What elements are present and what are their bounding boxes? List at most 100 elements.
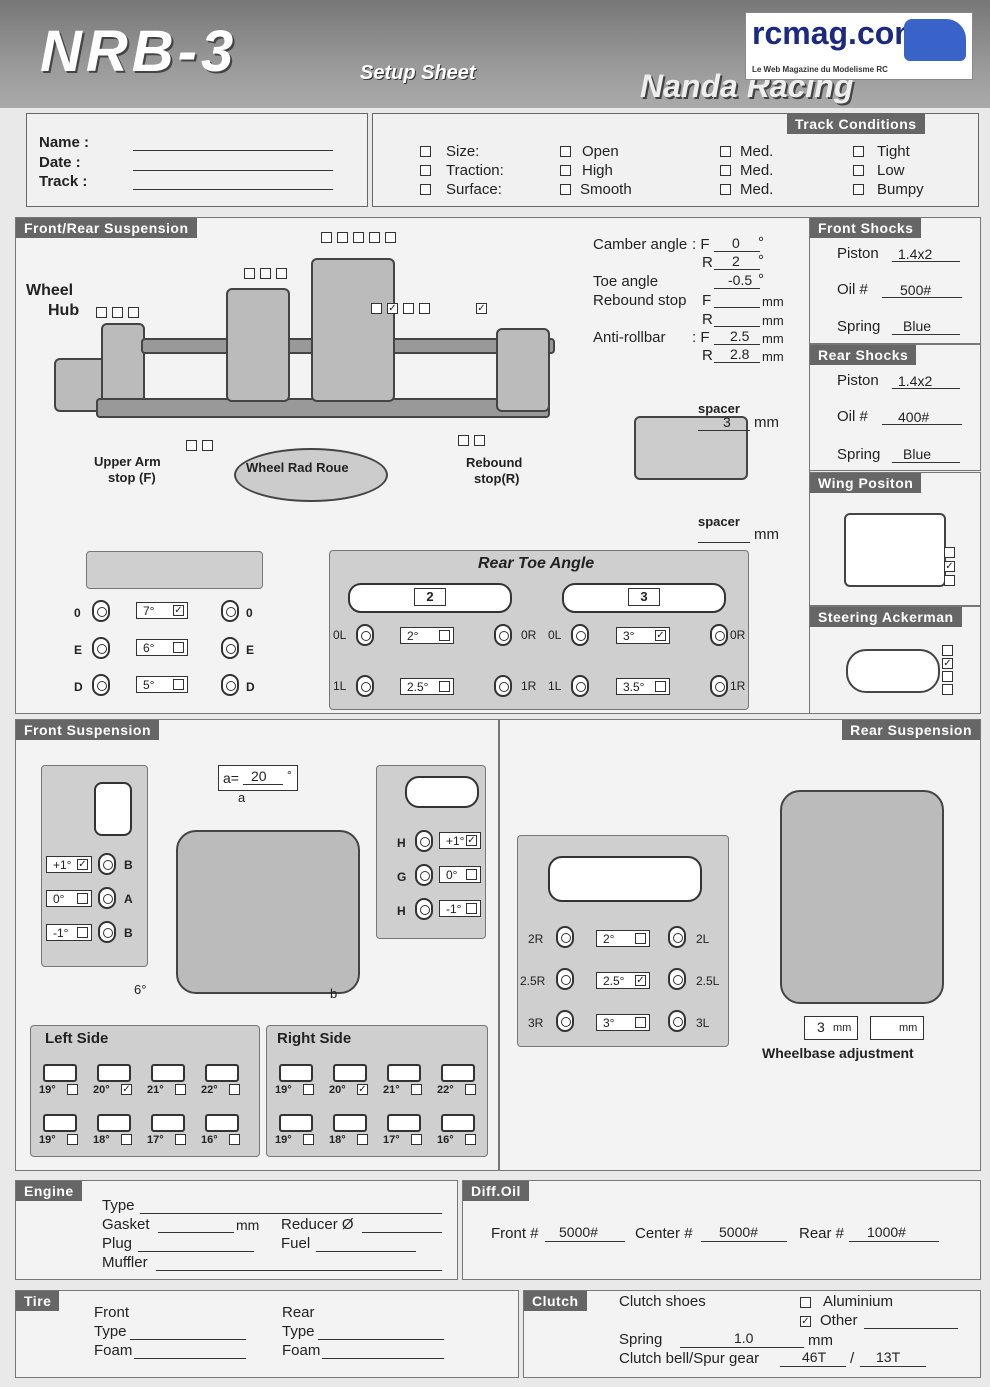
- track-field[interactable]: [133, 189, 333, 190]
- tire-rear-foam-field[interactable]: [322, 1358, 444, 1359]
- front-spring-field[interactable]: [892, 334, 960, 335]
- toe-field[interactable]: [714, 288, 760, 289]
- right-angle-6-checkbox[interactable]: [411, 1134, 422, 1145]
- rebound-stop-checkbox-2[interactable]: [474, 435, 485, 446]
- caster-left-2[interactable]: -1°: [46, 924, 92, 941]
- tower-right-checkbox-3[interactable]: [403, 303, 414, 314]
- upper-arm-stop-checkbox-2[interactable]: [202, 440, 213, 451]
- angle-a-field[interactable]: [243, 784, 283, 785]
- rear-row-2-option[interactable]: 3°: [596, 1014, 650, 1031]
- engine-reducer-field[interactable]: [362, 1232, 442, 1233]
- rear-spring-field[interactable]: [892, 462, 960, 463]
- rebound-stop-checkbox-1[interactable]: [458, 435, 469, 446]
- tower-checkbox-1[interactable]: [321, 232, 332, 243]
- right-angle-2-checkbox[interactable]: [411, 1084, 422, 1095]
- front-row-1-checkbox[interactable]: [173, 642, 184, 653]
- wheel-hub-checkbox-1[interactable]: [96, 307, 107, 318]
- tower-checkbox-4[interactable]: [369, 232, 380, 243]
- clutch-aluminium-checkbox[interactable]: [800, 1297, 811, 1308]
- left-angle-7-checkbox[interactable]: [229, 1134, 240, 1145]
- ackerman-checkbox-1[interactable]: [942, 645, 953, 656]
- traction-low-checkbox[interactable]: [853, 165, 864, 176]
- right-angle-7[interactable]: 16°: [437, 1114, 483, 1146]
- caster-right-1-checkbox[interactable]: [466, 869, 477, 880]
- rear-row-1-option[interactable]: 2.5°: [596, 972, 650, 989]
- tower-left-checkbox-1[interactable]: [244, 268, 255, 279]
- spacer-top-field[interactable]: [698, 430, 750, 431]
- size-med-checkbox[interactable]: [720, 146, 731, 157]
- tower-left-checkbox-3[interactable]: [276, 268, 287, 279]
- size-open-checkbox[interactable]: [560, 146, 571, 157]
- left-angle-3-checkbox[interactable]: [229, 1084, 240, 1095]
- caster-right-1[interactable]: 0°: [439, 866, 481, 883]
- tower-checkbox-2[interactable]: [337, 232, 348, 243]
- right-angle-1[interactable]: 20°: [329, 1064, 375, 1096]
- date-field[interactable]: [133, 170, 333, 171]
- upper-arm-stop-checkbox-1[interactable]: [186, 440, 197, 451]
- ackerman-checkbox-3[interactable]: [942, 671, 953, 682]
- wing-checkbox-2[interactable]: [944, 561, 955, 572]
- caster-left-1[interactable]: 0°: [46, 890, 92, 907]
- caster-left-0[interactable]: +1°: [46, 856, 92, 873]
- rebound-r-field[interactable]: [714, 326, 760, 327]
- wing-checkbox-3[interactable]: [944, 575, 955, 586]
- caster-left-0-checkbox[interactable]: [77, 859, 88, 870]
- size-tight-checkbox[interactable]: [853, 146, 864, 157]
- rear-tower-checkbox[interactable]: [476, 303, 487, 314]
- left-angle-3[interactable]: 22°: [201, 1064, 247, 1096]
- site-badge[interactable]: rcmag.com Le Web Magazine du Modelisme R…: [745, 12, 973, 80]
- left-angle-6-checkbox[interactable]: [175, 1134, 186, 1145]
- right-angle-3-checkbox[interactable]: [465, 1084, 476, 1095]
- right-angle-4[interactable]: 19°: [275, 1114, 321, 1146]
- caster-left-1-checkbox[interactable]: [77, 893, 88, 904]
- rear-row-1-checkbox[interactable]: [635, 975, 646, 986]
- left-angle-4-checkbox[interactable]: [67, 1134, 78, 1145]
- size-checkbox[interactable]: [420, 146, 431, 157]
- rebound-f-field[interactable]: [714, 307, 760, 308]
- tower-right-checkbox-1[interactable]: [371, 303, 382, 314]
- traction-med-checkbox[interactable]: [720, 165, 731, 176]
- diff-front-field[interactable]: [545, 1241, 625, 1242]
- engine-muffler-field[interactable]: [156, 1270, 442, 1271]
- right-angle-2[interactable]: 21°: [383, 1064, 429, 1096]
- diff-rear-field[interactable]: [849, 1241, 939, 1242]
- tire-rear-type-field[interactable]: [318, 1339, 444, 1340]
- wheelbase-right-box[interactable]: mm: [870, 1016, 924, 1040]
- left-angle-1[interactable]: 20°: [93, 1064, 139, 1096]
- left-angle-5-checkbox[interactable]: [121, 1134, 132, 1145]
- rear-piston-field[interactable]: [892, 388, 960, 389]
- engine-plug-field[interactable]: [138, 1251, 254, 1252]
- tire-front-foam-field[interactable]: [134, 1358, 246, 1359]
- right-angle-5[interactable]: 18°: [329, 1114, 375, 1146]
- wing-checkbox-1[interactable]: [944, 547, 955, 558]
- rear-row-0-checkbox[interactable]: [635, 933, 646, 944]
- front-row-2-option[interactable]: 5°: [136, 676, 188, 693]
- left-angle-0-checkbox[interactable]: [67, 1084, 78, 1095]
- clutch-other-checkbox[interactable]: [800, 1316, 811, 1327]
- antiroll-f-field[interactable]: [714, 344, 760, 345]
- right-angle-3[interactable]: 22°: [437, 1064, 483, 1096]
- front-oil-field[interactable]: [882, 297, 962, 298]
- traction-checkbox[interactable]: [420, 165, 431, 176]
- left-angle-0[interactable]: 19°: [39, 1064, 85, 1096]
- wheel-hub-checkbox-2[interactable]: [112, 307, 123, 318]
- right-angle-1-checkbox[interactable]: [357, 1084, 368, 1095]
- camber-r-field[interactable]: [714, 269, 760, 270]
- right-angle-5-checkbox[interactable]: [357, 1134, 368, 1145]
- tire-front-type-field[interactable]: [130, 1339, 246, 1340]
- camber-f-field[interactable]: [714, 251, 760, 252]
- surface-checkbox[interactable]: [420, 184, 431, 195]
- clutch-bell-field[interactable]: [780, 1366, 846, 1367]
- front-piston-field[interactable]: [892, 261, 960, 262]
- surface-med-checkbox[interactable]: [720, 184, 731, 195]
- clutch-spring-field[interactable]: [680, 1347, 804, 1348]
- tower-left-checkbox-2[interactable]: [260, 268, 271, 279]
- caster-right-0-checkbox[interactable]: [466, 835, 477, 846]
- spacer-bottom-field[interactable]: [698, 542, 750, 543]
- diff-center-field[interactable]: [701, 1241, 787, 1242]
- right-angle-4-checkbox[interactable]: [303, 1134, 314, 1145]
- rear-row-2-checkbox[interactable]: [635, 1017, 646, 1028]
- name-field[interactable]: [133, 150, 333, 151]
- rear-toe-left-1[interactable]: 2.5°: [400, 678, 454, 695]
- caster-left-2-checkbox[interactable]: [77, 927, 88, 938]
